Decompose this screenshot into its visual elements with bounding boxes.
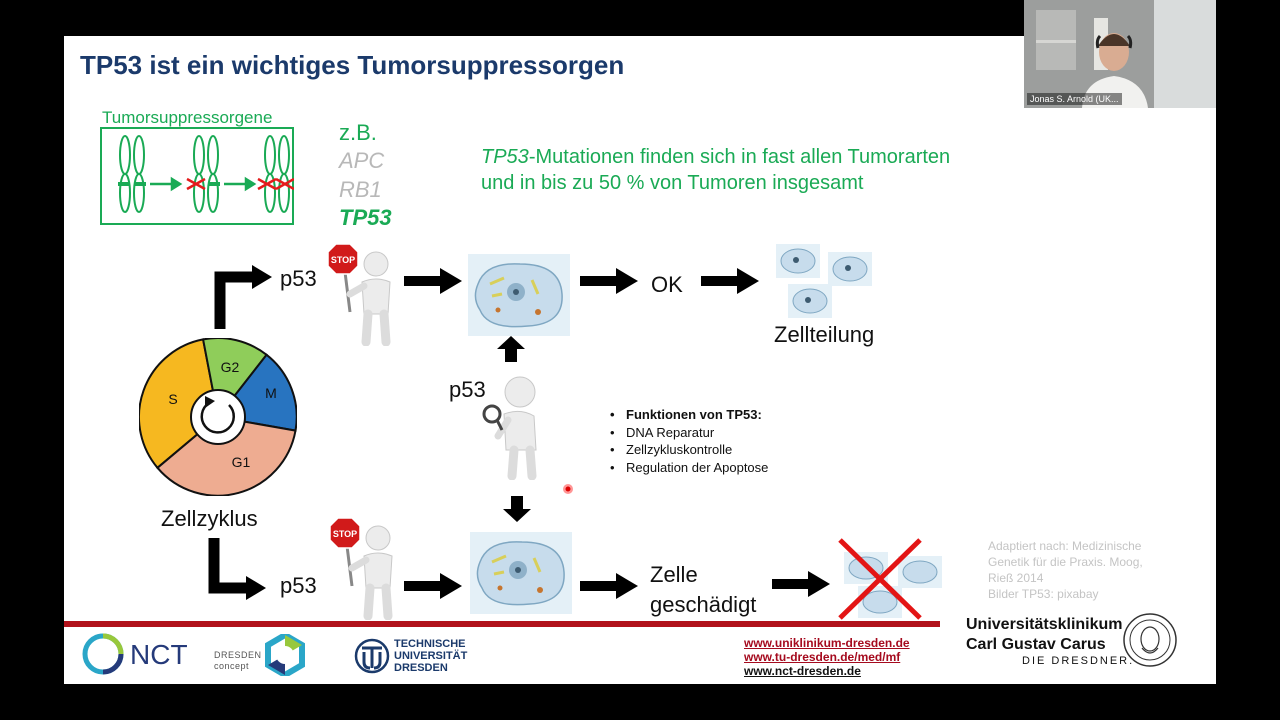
example-tp53: TP53 [339, 205, 392, 230]
laser-pointer-dot [563, 484, 573, 494]
damaged-cell-image [470, 532, 572, 614]
mutation-gene: TP53 [481, 146, 529, 168]
tud-logo-icon [354, 638, 390, 674]
tud-logo-text: TECHNISCHE UNIVERSITÄT DRESDEN [394, 638, 467, 674]
arrow-right-icon [580, 573, 638, 599]
example-rb1: RB1 [339, 177, 382, 202]
stop-sign-text-top: STOP [331, 255, 355, 265]
zellteilung-label: Zellteilung [774, 322, 875, 347]
zellzyklus-label: Zellzyklus [161, 506, 258, 531]
p53-label-bottom: p53 [280, 573, 317, 598]
phase-g1-label: G1 [232, 454, 251, 470]
stop-figure-icon: STOP [328, 243, 391, 346]
arrow-right-icon [701, 268, 759, 294]
image-credit: Adaptiert nach: Medizinische Genetik für… [988, 538, 1178, 602]
ukd-name-line2: Carl Gustav Carus [966, 636, 1106, 653]
arrow-right-icon [404, 573, 462, 599]
arrow-up-icon [497, 336, 525, 362]
dresden-concept-text: DRESDEN concept [214, 650, 262, 672]
slide-title: TP53 ist ein wichtiges Tumorsuppressorge… [80, 50, 625, 80]
webcam-feed-image [1024, 0, 1216, 108]
ukd-tagline: DIE DRESDNER. [1022, 655, 1135, 667]
arrow-right-icon [404, 268, 462, 294]
mutation-line2: und in bis zu 50 % von Tumoren insgesamt [481, 172, 864, 194]
dresden-concept-logo-icon [265, 634, 305, 676]
healthy-cell-image [468, 254, 570, 336]
link-nct-dresden[interactable]: www.nct-dresden.de [744, 664, 861, 678]
zelle-label-line1: Zelle [650, 562, 698, 587]
ukd-name-line1: Universitätsklinikum [966, 616, 1123, 633]
dresden-concept-line2: concept [214, 661, 250, 671]
p53-label-middle: p53 [449, 377, 486, 402]
magnifier-figure-icon [482, 376, 537, 480]
arrow-right-icon [580, 268, 638, 294]
dividing-cells-image [776, 244, 872, 318]
participant-name: Jonas S. Arnold (UK... [1027, 93, 1122, 105]
webcam-video-tile[interactable]: Jonas S. Arnold (UK... [1024, 0, 1216, 108]
example-zb: z.B. [339, 120, 377, 145]
phase-g2-label: G2 [221, 359, 240, 375]
arrow-down-icon [503, 496, 531, 522]
credit-line4: Bilder TP53: pixabay [988, 587, 1099, 601]
link-uniklinikum[interactable]: www.uniklinikum-dresden.de [744, 636, 910, 650]
nct-logo-icon [82, 633, 124, 675]
link-tu-dresden-med[interactable]: www.tu-dresden.de/med/mf [744, 650, 901, 664]
stop-figure-icon: STOP [330, 517, 393, 620]
elbow-arrow-up-icon [214, 265, 272, 329]
chromosome-diagram [118, 135, 294, 213]
presentation-slide: TP53 ist ein wichtiges Tumorsuppressorge… [64, 36, 1216, 684]
carl-gustav-carus-seal-icon [1123, 613, 1177, 667]
ok-label: OK [651, 272, 683, 297]
phase-m-label: M [265, 385, 277, 401]
elbow-arrow-down-icon [208, 538, 266, 600]
nct-logo-text: NCT [130, 639, 188, 670]
function-item: Zellzykluskontrolle [610, 441, 768, 459]
functions-heading: Funktionen von TP53: [610, 406, 768, 424]
tumor-suppressor-label: Tumorsuppressorgene [102, 108, 273, 127]
credit-line3: Rieß 2014 [988, 571, 1044, 585]
function-item: DNA Reparatur [610, 424, 768, 442]
zelle-geschaedigt-label: Zelle geschädigt [650, 560, 756, 620]
functions-list: Funktionen von TP53: DNA Reparatur Zellz… [610, 406, 768, 476]
tumor-suppressor-box [100, 127, 294, 225]
example-apc: APC [339, 148, 385, 173]
tud-line2: UNIVERSITÄT [394, 650, 468, 662]
mutation-text: TP53-Mutationen finden sich in fast alle… [481, 144, 950, 196]
credit-line2: Genetik für die Praxis. Moog, [988, 555, 1143, 569]
credit-line1: Adaptiert nach: Medizinische [988, 539, 1142, 553]
footer-divider [64, 621, 940, 627]
dresden-concept-line1: DRESDEN [214, 650, 262, 660]
mutation-line1: -Mutationen finden sich in fast allen Tu… [528, 146, 951, 168]
zelle-label-line2: geschädigt [650, 592, 757, 617]
cell-cycle-diagram: G2 M S G1 [139, 338, 297, 496]
function-item: Regulation der Apoptose [610, 459, 768, 477]
tud-line3: DRESDEN [394, 662, 448, 674]
tud-line1: TECHNISCHE [394, 638, 466, 650]
arrow-right-icon [772, 571, 830, 597]
stop-sign-text-bottom: STOP [333, 529, 357, 539]
phase-s-label: S [168, 391, 177, 407]
crossed-cells-image [838, 538, 942, 620]
p53-label-top: p53 [280, 266, 317, 291]
